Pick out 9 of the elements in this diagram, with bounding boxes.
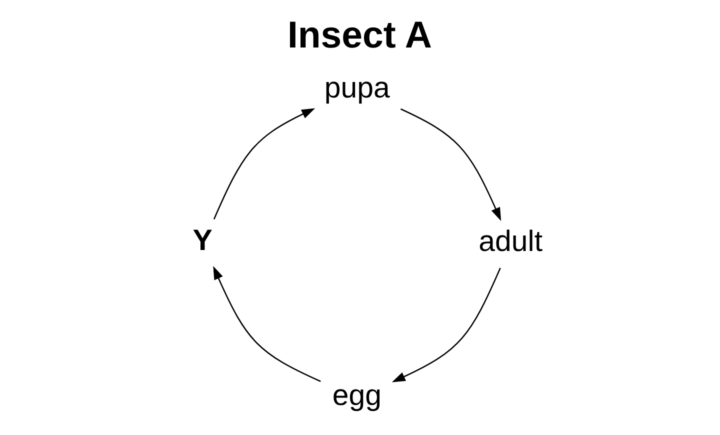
arrow (391, 268, 500, 382)
node-text: egg (332, 378, 382, 412)
diagram-title: Insect A (287, 14, 432, 56)
arrow (212, 108, 315, 220)
node-text: pupa (324, 71, 390, 104)
arrow (400, 108, 501, 222)
arrow (212, 266, 320, 382)
node-text: Y (192, 224, 212, 257)
node-text: adult (478, 225, 542, 258)
